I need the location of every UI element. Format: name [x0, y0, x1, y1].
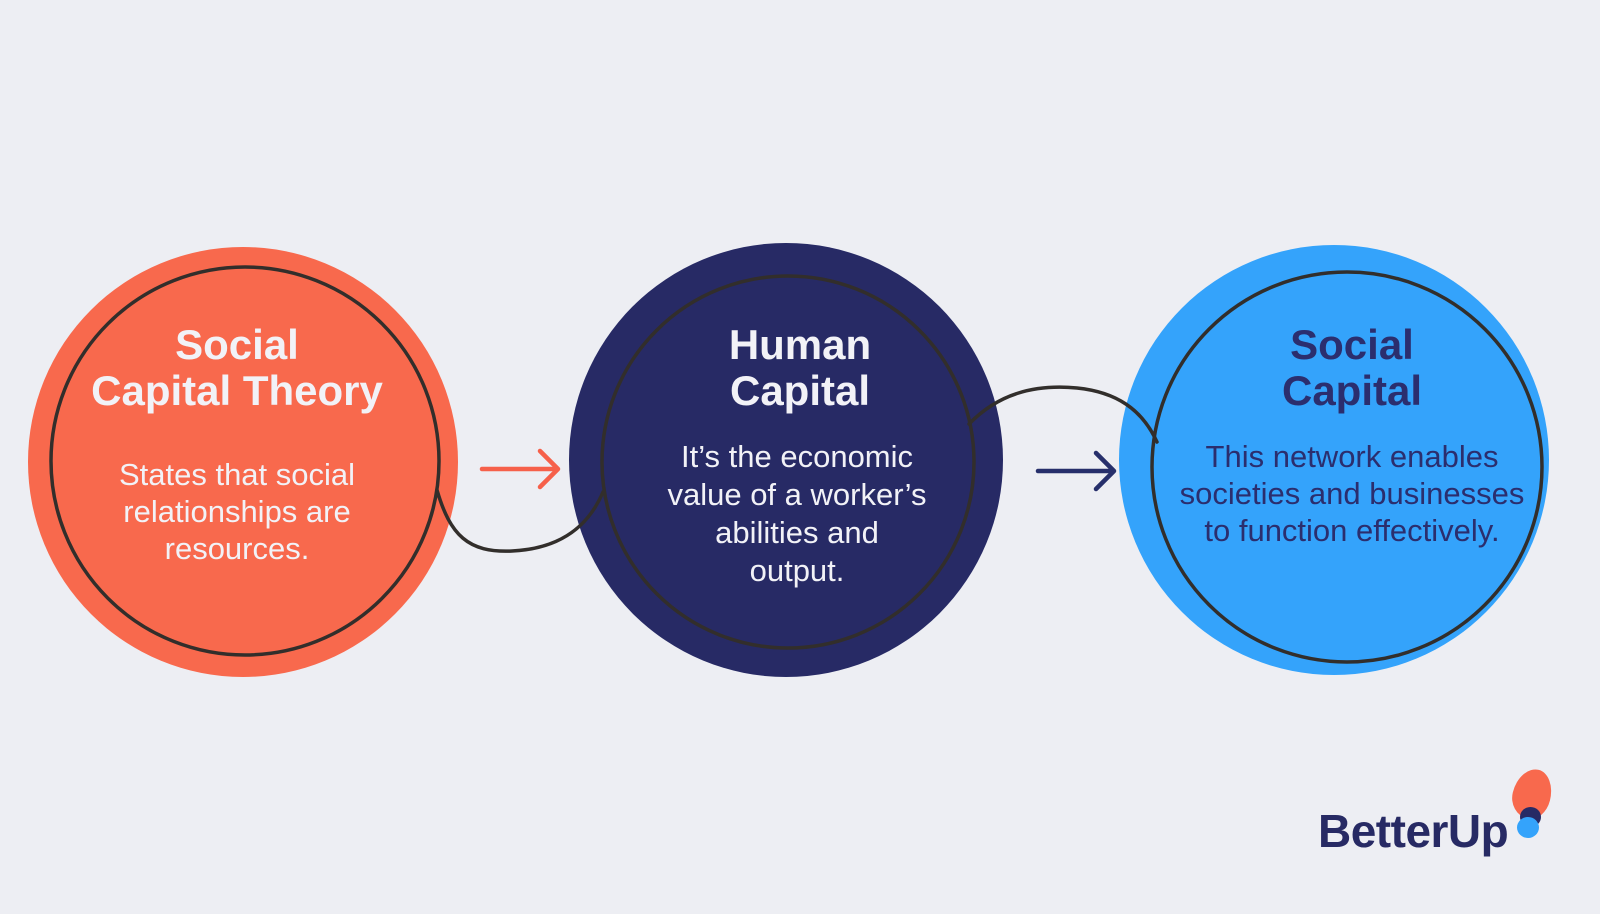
- betterup-logo-mark-icon: [1507, 765, 1557, 857]
- social-capital-outline: [1150, 270, 1544, 664]
- human-capital-outline: [600, 274, 976, 650]
- connector-curve-2: [967, 385, 1159, 444]
- right-arrow-icon-2: [1035, 450, 1117, 492]
- betterup-wordmark: BetterUp: [1318, 805, 1509, 857]
- human-capital-circle: [569, 243, 1003, 677]
- step-description-human-capital: It’s the economic value of a worker’s ab…: [667, 439, 927, 588]
- step-description-social-capital: This network enables societies and busin…: [1179, 439, 1525, 548]
- step-title-social-capital-theory: Social Capital Theory: [91, 321, 383, 414]
- social-capital-circle: [1119, 245, 1549, 675]
- logo-blue-dot-icon: [1517, 817, 1539, 838]
- step-title-human-capital: Human Capital: [728, 321, 872, 414]
- social-capital-theory-circle: [28, 247, 458, 677]
- social-capital-theory-outline: [49, 265, 441, 657]
- connector-curve-1: [435, 488, 605, 553]
- step-title-social-capital: Social Capital: [1281, 321, 1423, 414]
- step-description-social-capital-theory: States that social relationships are res…: [118, 457, 356, 566]
- right-arrow-icon-1: [479, 448, 561, 490]
- betterup-logo: BetterUp: [1318, 755, 1558, 870]
